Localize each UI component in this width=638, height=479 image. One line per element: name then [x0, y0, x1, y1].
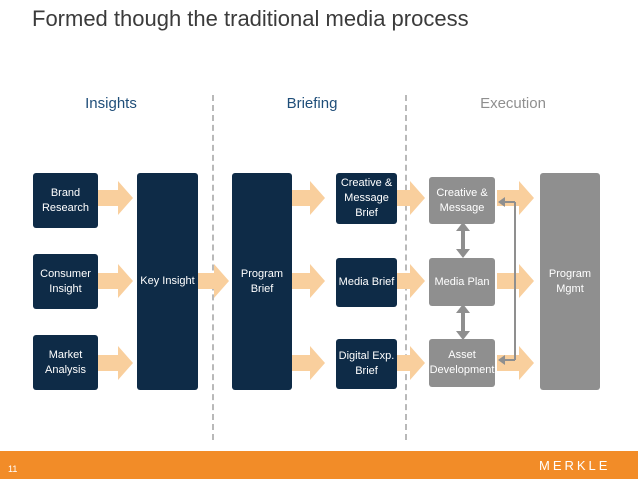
brand-research-box: Brand Research [33, 173, 98, 228]
execution-heading: Execution [480, 95, 546, 112]
arrow-icon [292, 181, 325, 215]
arrow-icon [292, 264, 325, 298]
creative-message-brief-box: Creative & Message Brief [336, 173, 397, 224]
arrow-icon [292, 346, 325, 380]
program-brief-box: Program Brief [232, 173, 292, 390]
media-plan-box: Media Plan [429, 258, 495, 306]
insights-heading: Insights [85, 95, 137, 112]
briefing-heading: Briefing [286, 95, 338, 112]
market-analysis-box: Market Analysis [33, 335, 98, 390]
divider-briefing-execution [405, 95, 407, 440]
arrow-icon [397, 346, 425, 380]
arrow-icon [198, 264, 229, 298]
arrow-icon [397, 181, 425, 215]
arrow-icon [497, 346, 534, 380]
digital-exp-brief-box: Digital Exp. Brief [336, 339, 397, 389]
creative-message-box: Creative & Message [429, 177, 495, 224]
arrowhead-icon [498, 355, 505, 365]
program-mgmt-box: Program Mgmt [540, 173, 600, 390]
key-insight-box: Key Insight [137, 173, 198, 390]
arrow-icon [497, 181, 534, 215]
arrow-icon [397, 264, 425, 298]
arrow-icon [98, 181, 133, 215]
arrowhead-icon [498, 197, 505, 207]
divider-insights-briefing [212, 95, 214, 440]
arrow-icon [98, 346, 133, 380]
merkle-logo: MERKLE [539, 458, 611, 473]
footer-bar [0, 451, 638, 479]
slide-title: Formed though the traditional media proc… [32, 6, 469, 31]
media-brief-box: Media Brief [336, 258, 397, 307]
asset-development-box: Asset Development [429, 339, 495, 387]
double-arrow-icon [456, 222, 470, 231]
arrow-icon [98, 264, 133, 298]
consumer-insight-box: Consumer Insight [33, 254, 98, 309]
double-arrow-icon [456, 304, 470, 313]
page-number: 11 [8, 464, 18, 474]
